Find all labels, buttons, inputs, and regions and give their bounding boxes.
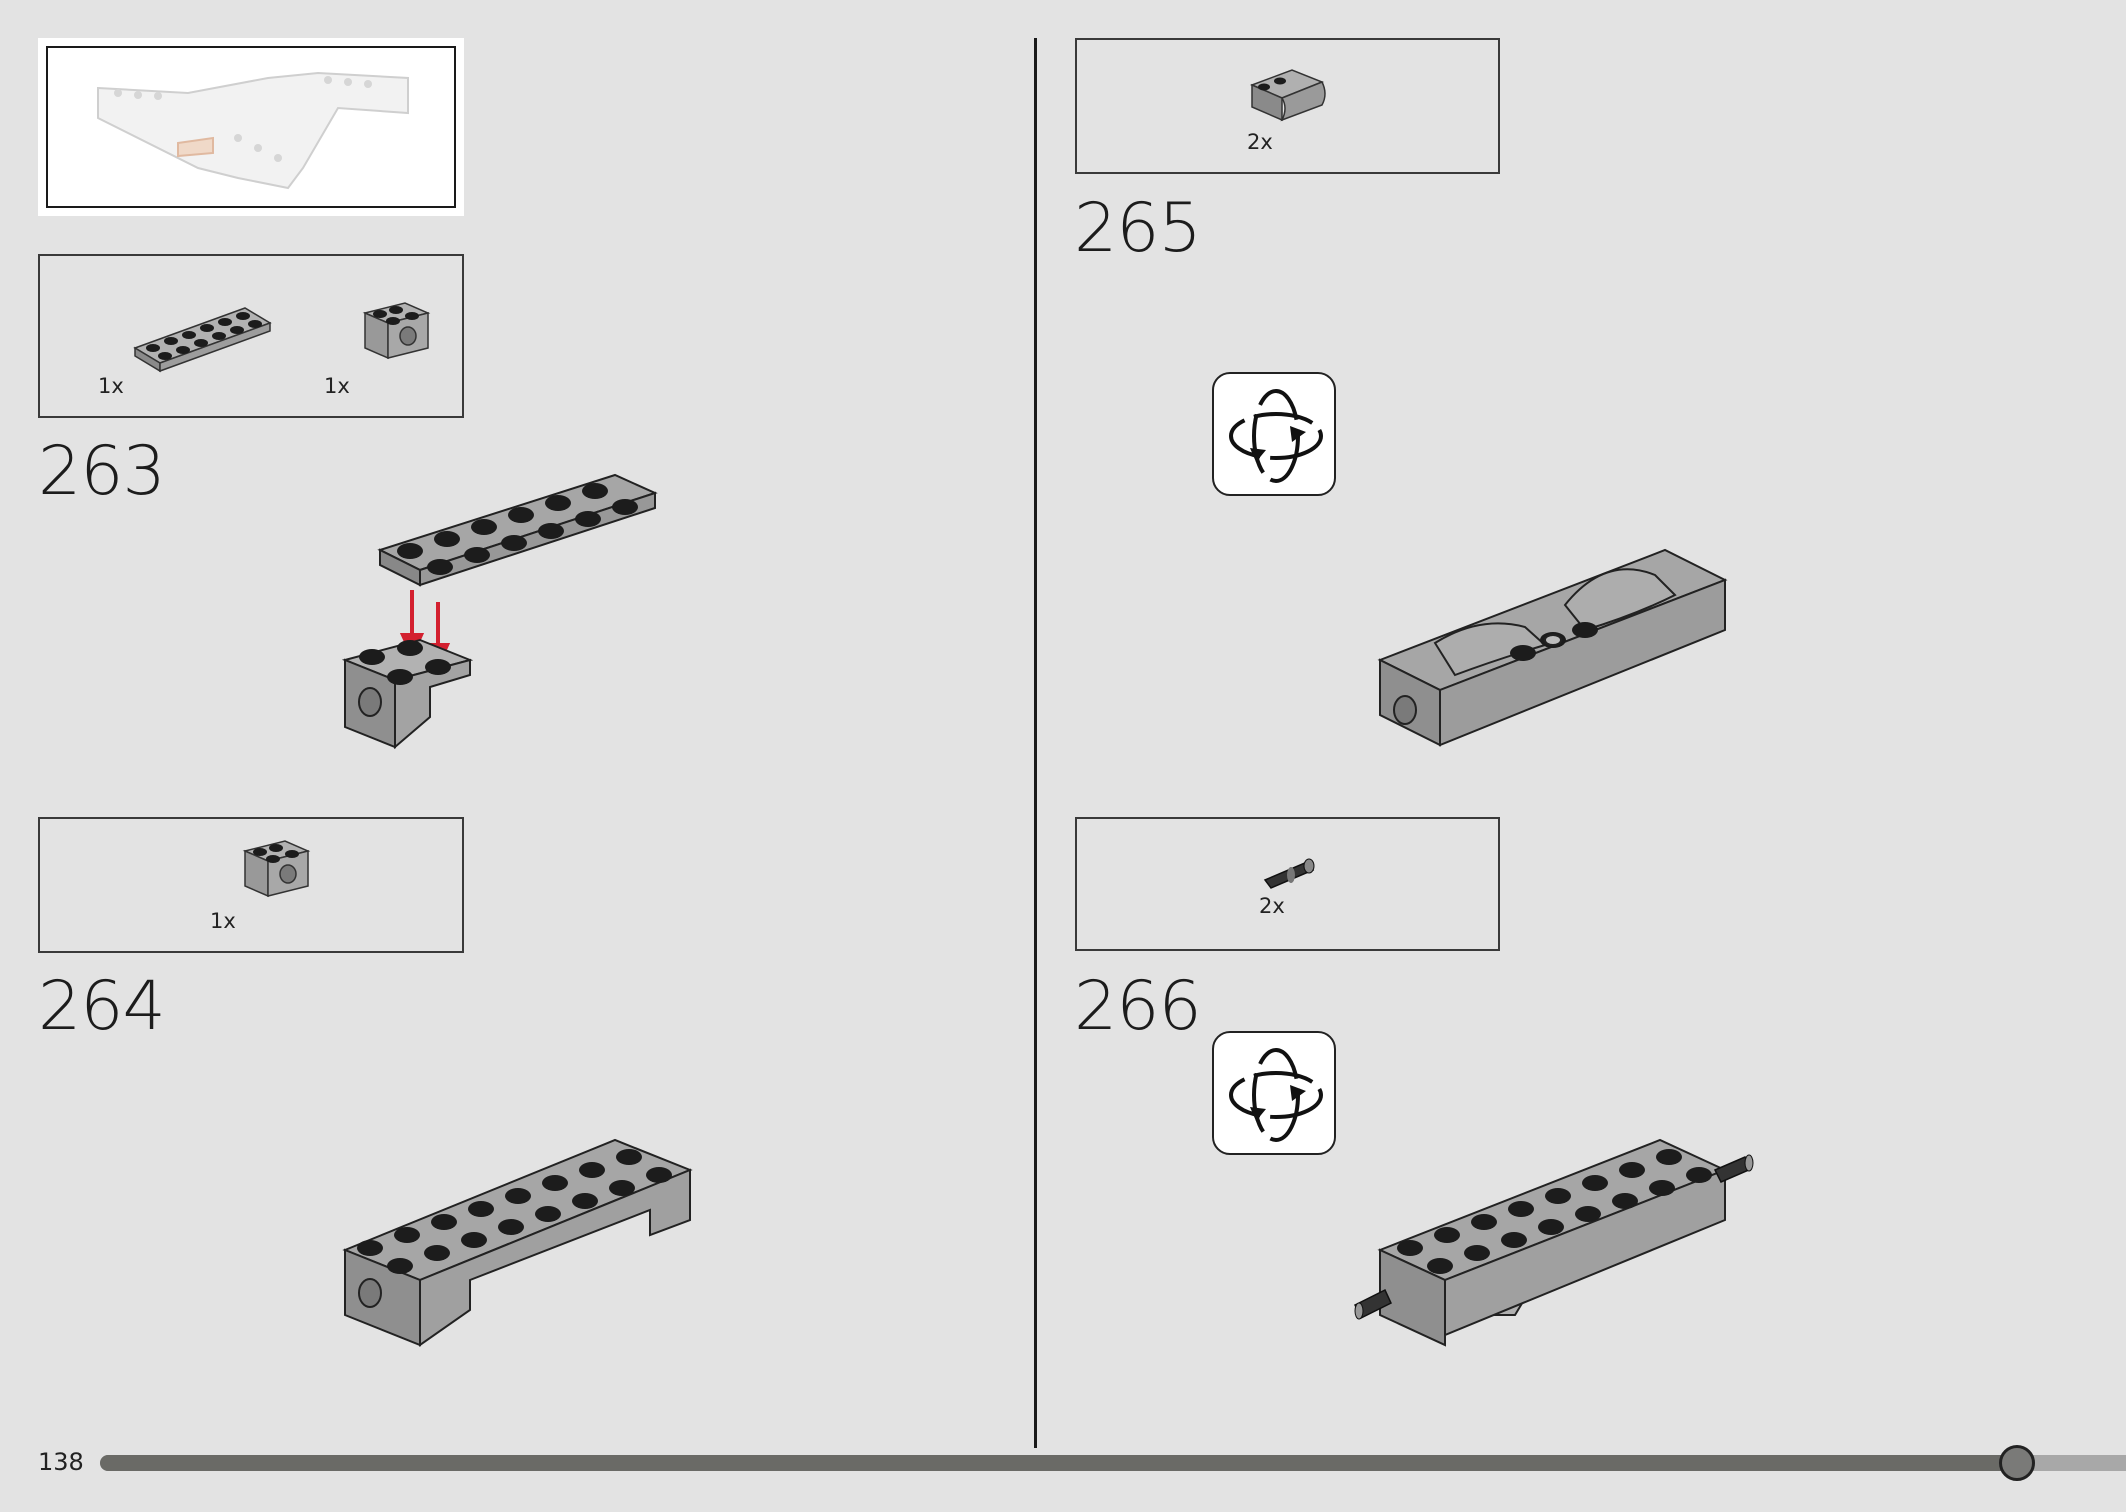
parts-list-264: 1x [38,817,464,953]
parts-list-266: 2x [1075,817,1500,951]
technic-brick-2x2-hole-icon [242,840,311,898]
step-number: 264 [38,967,166,1046]
step-number: 263 [38,432,166,511]
plate-2x6-icon [133,307,272,373]
part-qty: 2x [1259,894,1285,918]
part-qty: 2x [1247,130,1273,154]
progress-knob [1998,1445,2035,1481]
submodel-preview-icon [97,71,409,190]
rotate-model-icon [1212,372,1336,496]
slope-curved-2x2-icon [1249,69,1326,122]
progress-fill [100,1455,2017,1471]
page-divider [1034,38,1037,1448]
rotate-model-icon [1212,1031,1336,1155]
page-number: 138 [38,1448,84,1476]
part-qty: 1x [210,909,236,933]
part-qty: 1x [324,374,350,398]
progress-bar [100,1445,2126,1481]
assembly-265-illustration [1377,548,1728,747]
parts-list-263: 1x 1x [38,254,464,418]
step-number: 266 [1074,967,1202,1046]
technic-pin-icon [1263,858,1315,889]
assembly-263-illustration [341,473,658,750]
submodel-callout [38,38,464,216]
technic-brick-2x2-hole-icon [362,302,431,360]
part-qty: 1x [98,374,124,398]
assembly-264-illustration [342,1138,693,1347]
parts-list-265: 2x [1075,38,1500,174]
assembly-266-illustration [1354,1138,1754,1347]
step-number: 265 [1074,189,1202,268]
